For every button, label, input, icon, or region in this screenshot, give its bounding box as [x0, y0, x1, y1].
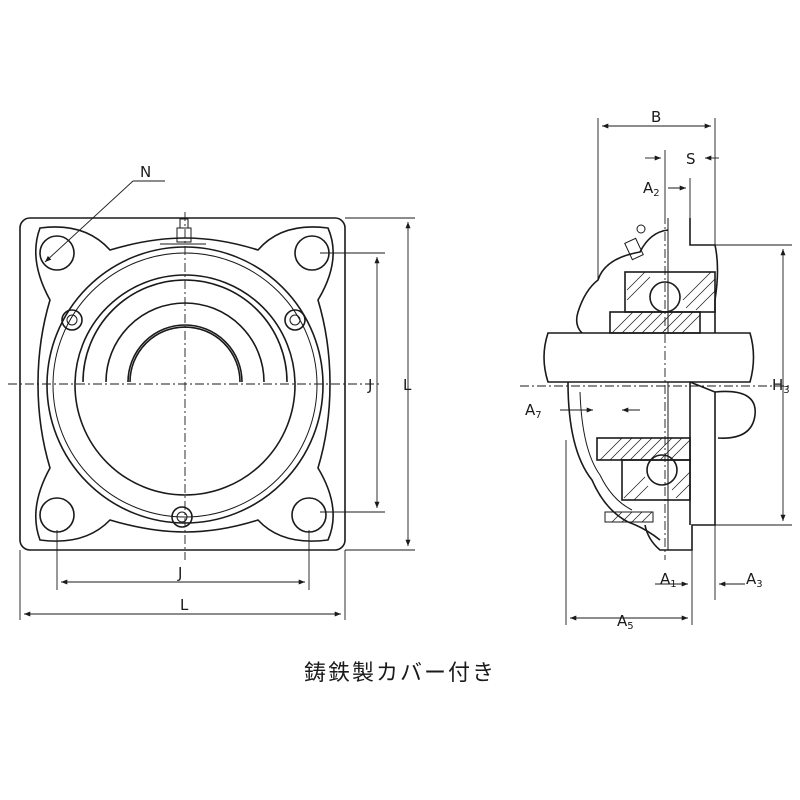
bolt-hole-top-left: [39, 235, 75, 271]
grease-nipple-icon: [160, 218, 206, 245]
shaft: [543, 332, 755, 383]
label-a2: A2: [643, 179, 660, 199]
lower-outer-ring: [621, 459, 691, 501]
upper-outer-ring: [624, 271, 716, 313]
side-view: B S A2 H3 A7 A1 A3 A5: [520, 108, 792, 632]
label-a3: A3: [746, 570, 763, 590]
cover-screw-right: [284, 309, 306, 331]
lower-ball: [646, 454, 678, 486]
bolt-hole-bottom-left: [39, 497, 75, 533]
label-h3: H3: [772, 376, 790, 396]
cover-profile-lower: [567, 381, 661, 541]
inner-arc-3: [127, 324, 243, 383]
side-grease-nipple-icon: [624, 224, 646, 261]
n-leader-arrow: [44, 180, 134, 263]
caption: 鋳鉄製カバー付き: [303, 661, 496, 686]
label-l-vertical: L: [403, 376, 412, 394]
label-a5: A5: [617, 612, 634, 632]
label-j-horizontal: J: [177, 564, 182, 582]
cover-screw-right-inner: [289, 314, 301, 326]
label-l-horizontal: L: [180, 596, 189, 614]
housing-side-lower: [644, 381, 716, 551]
label-n: N: [140, 163, 151, 181]
side-cover-screw-icon: [604, 511, 654, 523]
front-view: N J L J L: [8, 163, 415, 620]
cover-screw-left-inner: [66, 314, 78, 326]
bolt-hole-bottom-right: [291, 497, 327, 533]
lower-hatching: [599, 437, 691, 501]
cover-screw-bottom-inner: [176, 511, 188, 523]
label-a7-left: A7: [525, 401, 542, 421]
label-j-vertical: J: [367, 376, 372, 394]
cover-screw-left: [61, 309, 83, 331]
upper-inner-ring: [609, 311, 701, 334]
cover-profile-upper: [575, 229, 669, 334]
housing-side-upper: [689, 218, 719, 333]
label-b: B: [651, 108, 661, 126]
flange-profile: [34, 226, 334, 542]
label-a1: A1: [660, 570, 677, 590]
cover-screw-bottom: [171, 506, 193, 528]
cover-profile-lower-inner: [579, 391, 633, 511]
upper-hatching: [611, 271, 716, 334]
label-s: S: [686, 150, 696, 168]
shaft-lower-end: [714, 390, 756, 439]
